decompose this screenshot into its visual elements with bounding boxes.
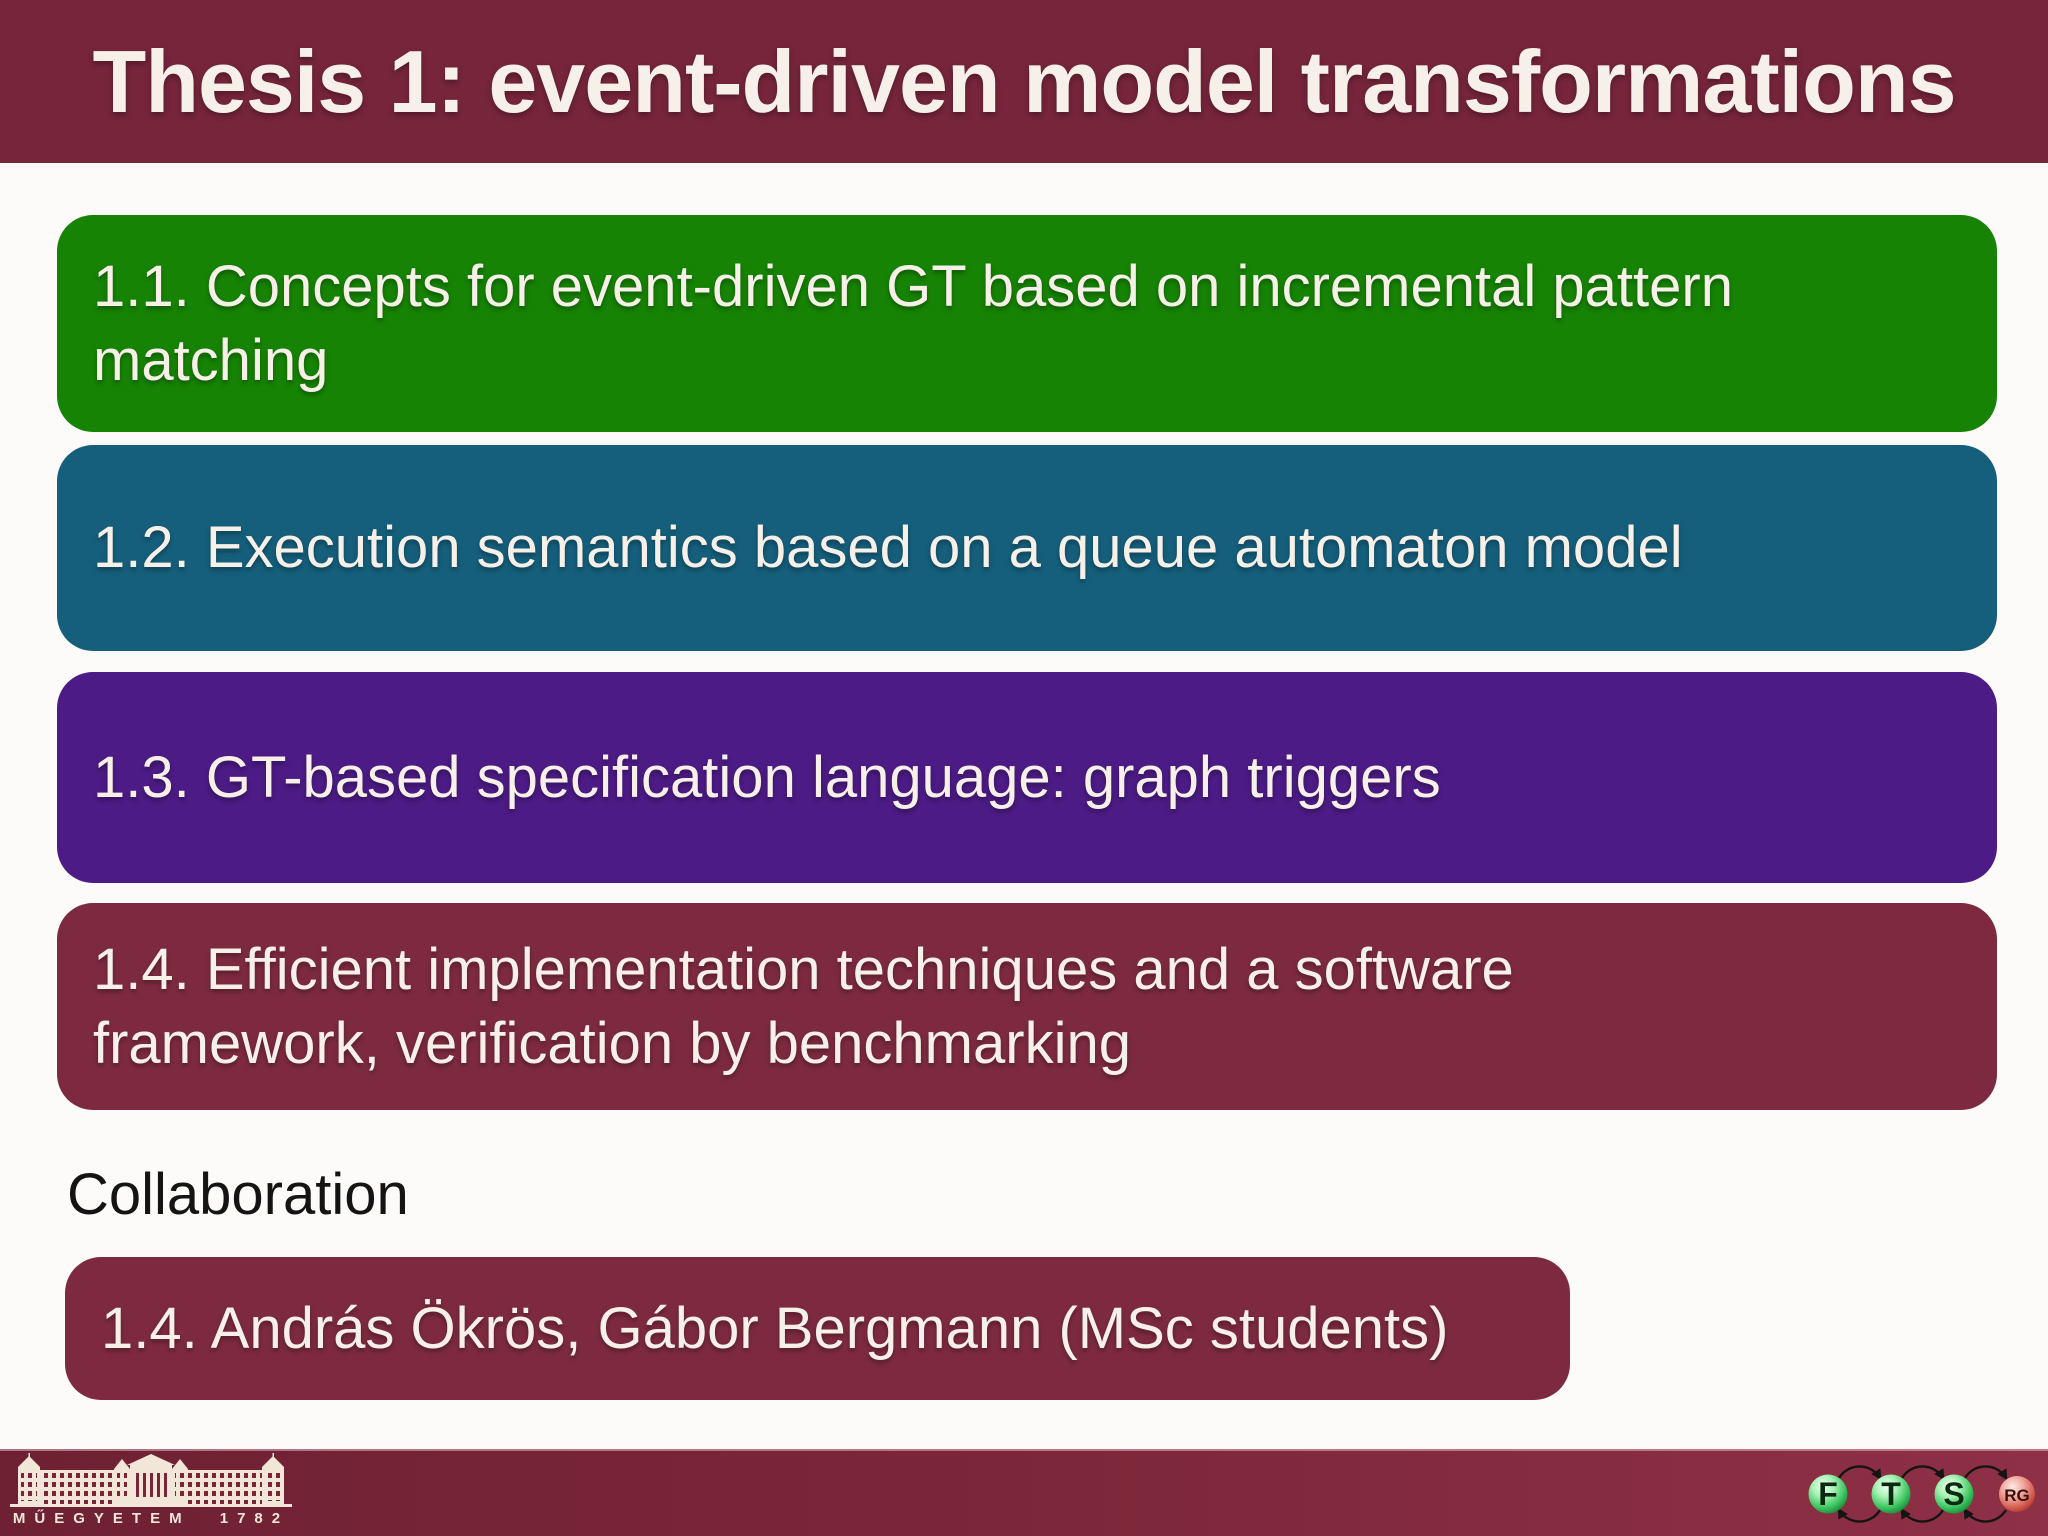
ftsrg-letters-rg: RG	[2004, 1486, 2030, 1505]
ftsrg-sphere-s	[1934, 1474, 1974, 1513]
thesis-point-1-2-box: 1.2. Execution semantics based on a queu…	[57, 445, 1997, 651]
thesis-point-1-3-box: 1.3. GT-based specification language: gr…	[57, 672, 1997, 883]
thesis-point-1-4-box: 1.4. Efficient implementation techniques…	[57, 903, 1997, 1110]
cycle-arrows-icon	[1837, 1464, 2008, 1523]
thesis-point-1-4-label: 1.4. Efficient implementation techniques…	[93, 936, 1514, 1076]
university-logo: MŰEGYETEM 1782	[8, 1452, 294, 1535]
collaboration-entry-label: 1.4. András Ökrös, Gábor Bergmann (MSc s…	[101, 1296, 1449, 1361]
thesis-point-1-2-label: 1.2. Execution semantics based on a queu…	[93, 515, 1683, 580]
slide-title: Thesis 1: event-driven model transformat…	[92, 31, 1956, 131]
thesis-point-1-3-label: 1.3. GT-based specification language: gr…	[93, 744, 1441, 810]
ftsrg-letter-f: F	[1818, 1476, 1838, 1512]
university-logo-caption: MŰEGYETEM 1782	[12, 1509, 290, 1527]
ftsrg-letter-s: S	[1943, 1476, 1964, 1512]
ftsrg-logo: F T S RG	[1808, 1464, 2035, 1523]
thesis-point-1-1-box: 1.1. Concepts for event-driven GT based …	[57, 215, 1997, 432]
ftsrg-sphere-f	[1808, 1474, 1848, 1513]
ftsrg-sphere-t	[1871, 1474, 1911, 1513]
university-building-icon	[10, 1452, 292, 1507]
thesis-point-1-1-label: 1.1. Concepts for event-driven GT based …	[93, 253, 1733, 393]
collaboration-box: 1.4. András Ökrös, Gábor Bergmann (MSc s…	[65, 1257, 1570, 1400]
footer-bar: MŰEGYETEM 1782	[0, 1449, 2048, 1536]
collaboration-heading: Collaboration	[67, 1162, 409, 1227]
ftsrg-sphere-rg	[1999, 1475, 2035, 1512]
ftsrg-letter-t: T	[1881, 1476, 1901, 1512]
slide-title-bar: Thesis 1: event-driven model transformat…	[0, 0, 2048, 163]
